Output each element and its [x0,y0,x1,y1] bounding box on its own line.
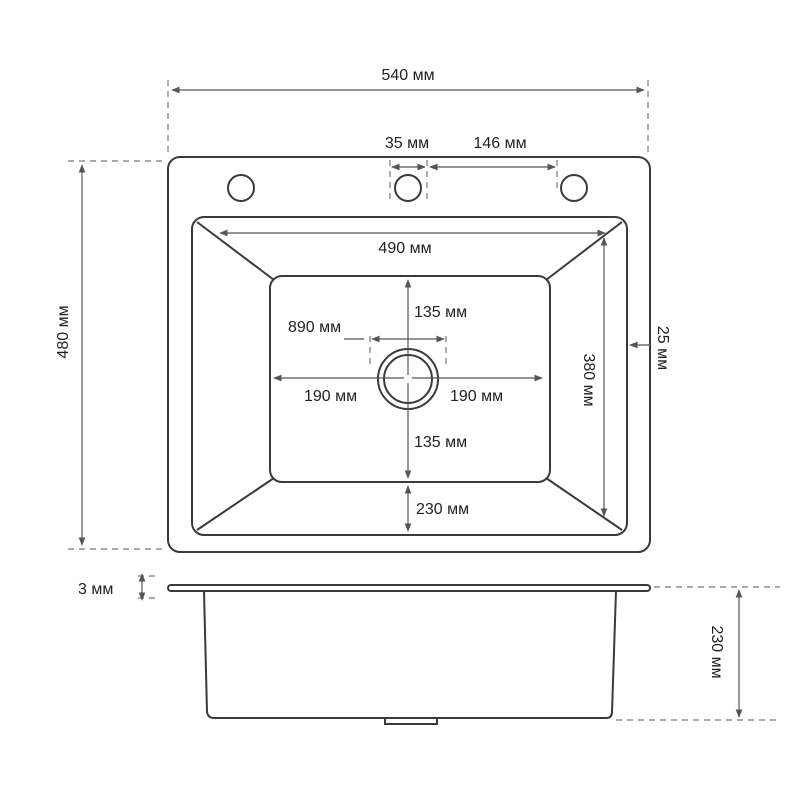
faucet-hole-center [394,174,422,202]
side-bowl [203,590,617,719]
faucet-hole-right [560,174,588,202]
side-rim [167,584,651,592]
overall-depth-label: 480 мм [55,305,72,358]
dimension-labels: 540 мм 480 мм 35 мм 146 мм 490 мм 380 мм… [55,67,671,518]
drain-diameter-label: 890 мм [288,319,341,336]
side-drain [384,717,438,725]
faucet-hole-left [227,174,255,202]
hole-offset-label: 35 мм [385,135,429,152]
dimension-lines [68,80,650,550]
bowl-floor [269,275,551,483]
bowl-width-label: 490 мм [378,240,431,257]
side-view: 3 мм 230 мм [78,573,780,725]
rim-thickness-label: 3 мм [78,581,113,598]
bowl-outer-edge [191,216,628,536]
top-view [167,156,651,553]
bowl-height-label: 230 мм [416,501,469,518]
drain-to-front-label: 135 мм [414,434,467,451]
drain-to-right-label: 190 мм [450,388,503,405]
overall-width-label: 540 мм [381,67,434,84]
rim-width-label: 25 мм [654,326,671,370]
hole-spacing-label: 146 мм [473,135,526,152]
drain-to-left-label: 190 мм [304,388,357,405]
side-depth-label: 230 мм [708,625,725,678]
sink-outer-edge [167,156,651,553]
bowl-depth-label: 380 мм [580,353,597,406]
bowl-slope-lines [196,221,623,531]
drain-to-back-label: 135 мм [414,304,467,321]
